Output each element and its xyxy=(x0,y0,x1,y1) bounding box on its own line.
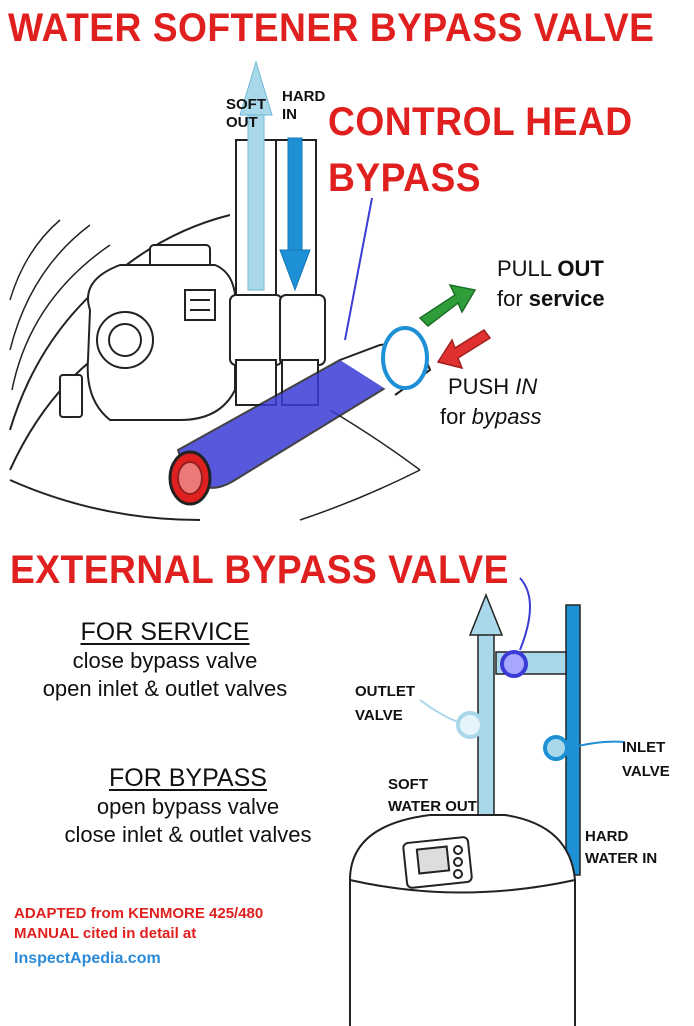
for-service-line: open inlet & outlet valves xyxy=(42,676,288,701)
inlet-valve-icon xyxy=(543,735,569,761)
soft-out-arrow xyxy=(239,60,273,291)
for-service-block: FOR SERVICE close bypass valve open inle… xyxy=(10,618,320,703)
for-bypass-emphasis: bypass xyxy=(471,404,542,429)
for-bypass-line: close inlet & outlet valves xyxy=(64,822,312,847)
soft-water-out-line1: SOFT xyxy=(388,776,428,793)
soft-water-out-label: SOFT WATER OUT xyxy=(388,774,477,818)
bypass-cylinder xyxy=(168,326,432,506)
inlet-valve-label-line1: INLET xyxy=(622,739,666,756)
pull-out-text: PULL xyxy=(497,256,558,281)
push-in-text: PUSH xyxy=(448,374,516,399)
outlet-valve-pointer xyxy=(419,699,459,723)
push-in-arrow xyxy=(436,329,492,370)
hard-water-in-label: HARD WATER IN xyxy=(585,826,657,870)
inlet-valve-pointer xyxy=(569,740,626,749)
hard-water-in-line2: WATER IN xyxy=(585,850,658,867)
source-link[interactable]: InspectApedia.com xyxy=(14,950,161,967)
hard-water-in-line1: HARD xyxy=(585,828,629,845)
hard-in-arrow xyxy=(279,137,311,292)
pull-out-emphasis: OUT xyxy=(557,256,604,281)
inlet-valve-label-line2: VALVE xyxy=(622,763,670,780)
for-bypass-text: for xyxy=(440,404,472,429)
inlet-valve-label: INLET VALVE xyxy=(622,736,670,784)
bypass-valve-pointer xyxy=(519,577,531,651)
hard-in-label-line2: IN xyxy=(282,106,297,123)
soft-out-pipe-arrow xyxy=(468,592,504,636)
soft-out-label-line2: OUT xyxy=(226,114,258,131)
push-in-instruction: PUSH IN for bypass xyxy=(440,372,542,432)
page-title: WATER SOFTENER BYPASS VALVE xyxy=(8,6,655,50)
bypass-valve-icon xyxy=(500,650,528,678)
for-service-text: for xyxy=(497,286,529,311)
soft-water-out-line2: WATER OUT xyxy=(388,798,477,815)
pull-out-arrow xyxy=(418,283,477,327)
control-valve-body xyxy=(59,244,237,421)
vertical-pipes xyxy=(229,139,326,406)
pull-out-instruction: PULL OUT for service xyxy=(497,254,605,314)
outlet-valve-icon xyxy=(456,711,484,739)
control-head-title-line1: CONTROL HEAD xyxy=(328,100,633,144)
soft-out-label: SOFT OUT xyxy=(226,96,266,132)
for-bypass-block: FOR BYPASS open bypass valve close inlet… xyxy=(28,764,348,849)
for-bypass-heading: FOR BYPASS xyxy=(109,764,267,792)
bypass-pointer-line xyxy=(344,197,373,341)
outlet-valve-label-line1: OUTLET xyxy=(355,683,415,700)
external-valves xyxy=(456,650,569,761)
softener-tank-bottom-drawing xyxy=(349,814,576,1026)
for-service-heading: FOR SERVICE xyxy=(80,618,250,646)
soft-out-label-line1: SOFT xyxy=(226,96,266,113)
hard-in-label: HARD IN xyxy=(282,88,325,124)
for-bypass-line: open bypass valve xyxy=(96,794,280,819)
push-in-emphasis: IN xyxy=(515,374,538,399)
outlet-valve-label: OUTLET VALVE xyxy=(355,680,415,728)
credit-line: ADAPTED from KENMORE 425/480 xyxy=(14,905,264,922)
for-service-emphasis: service xyxy=(528,286,605,311)
for-service-line: close bypass valve xyxy=(72,648,258,673)
control-head-title-line2: BYPASS xyxy=(328,156,482,200)
outlet-valve-label-line2: VALVE xyxy=(355,707,403,724)
credit-line: MANUAL cited in detail at xyxy=(14,925,197,942)
credit-block: ADAPTED from KENMORE 425/480 MANUAL cite… xyxy=(14,904,263,968)
hard-in-label-line1: HARD xyxy=(282,88,326,105)
external-bypass-title: EXTERNAL BYPASS VALVE xyxy=(10,548,509,592)
